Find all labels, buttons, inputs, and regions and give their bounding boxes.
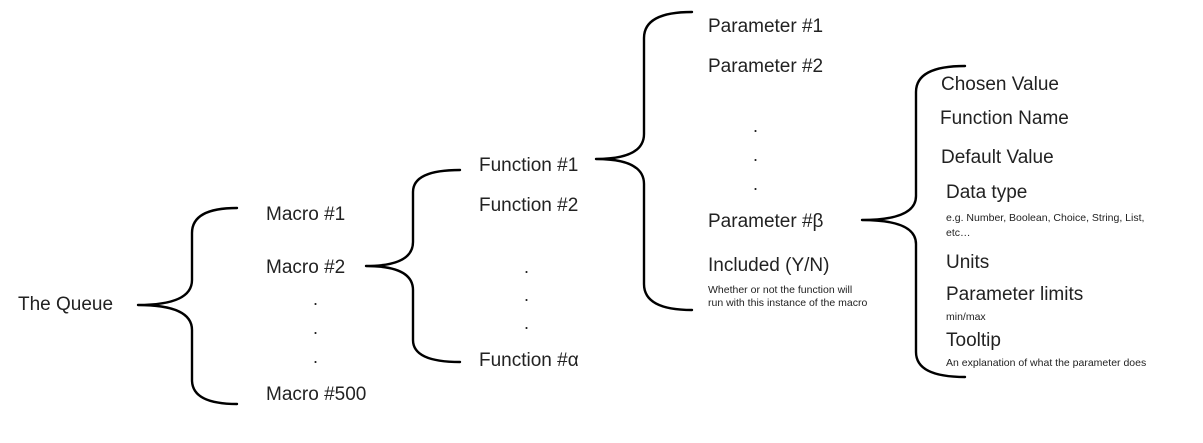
macro-2-label: Macro #2: [266, 257, 346, 278]
function-ellipsis-dot: .: [524, 257, 530, 277]
parameter-limits-label: Parameter limits: [946, 284, 1084, 305]
function-1-label: Function #1: [479, 155, 579, 176]
macro-500-label: Macro #500: [266, 384, 367, 405]
chosen-value-label: Chosen Value: [941, 74, 1059, 95]
root-label: The Queue: [18, 294, 114, 315]
included-note: Whether or not the function will run wit…: [708, 284, 868, 309]
parameter-1-label: Parameter #1: [708, 16, 824, 37]
brace-function-1: [594, 10, 694, 312]
brace-macro-2: [364, 168, 462, 364]
macro-ellipsis-dot: .: [313, 318, 319, 338]
macro-ellipsis-dot: .: [313, 289, 319, 309]
parameter-2-label: Parameter #2: [708, 56, 824, 77]
tooltip-label: Tooltip: [946, 330, 1001, 351]
parameter-limits-note: min/max: [946, 311, 986, 323]
function-alpha-label: Function #α: [479, 350, 579, 371]
function-ellipsis-dot: .: [524, 285, 530, 305]
included-label: Included (Y/N): [708, 255, 830, 276]
units-label: Units: [946, 252, 990, 273]
macro-1-label: Macro #1: [266, 204, 346, 225]
brace-queue: [136, 206, 239, 406]
function-ellipsis-dot: .: [524, 313, 530, 333]
brace-parameter-beta: [860, 64, 967, 379]
parameter-ellipsis-dot: .: [753, 116, 759, 136]
data-type-note: e.g. Number, Boolean, Choice, String, Li…: [946, 212, 1145, 239]
parameter-ellipsis-dot: .: [753, 145, 759, 165]
tooltip-note: An explanation of what the parameter doe…: [946, 357, 1147, 369]
default-value-label: Default Value: [941, 147, 1054, 168]
data-type-label: Data type: [946, 182, 1028, 203]
parameter-ellipsis-dot: .: [753, 174, 759, 194]
function-name-label: Function Name: [940, 108, 1069, 129]
macro-ellipsis-dot: .: [313, 347, 319, 367]
parameter-beta-label: Parameter #β: [708, 211, 824, 232]
function-2-label: Function #2: [479, 195, 579, 216]
